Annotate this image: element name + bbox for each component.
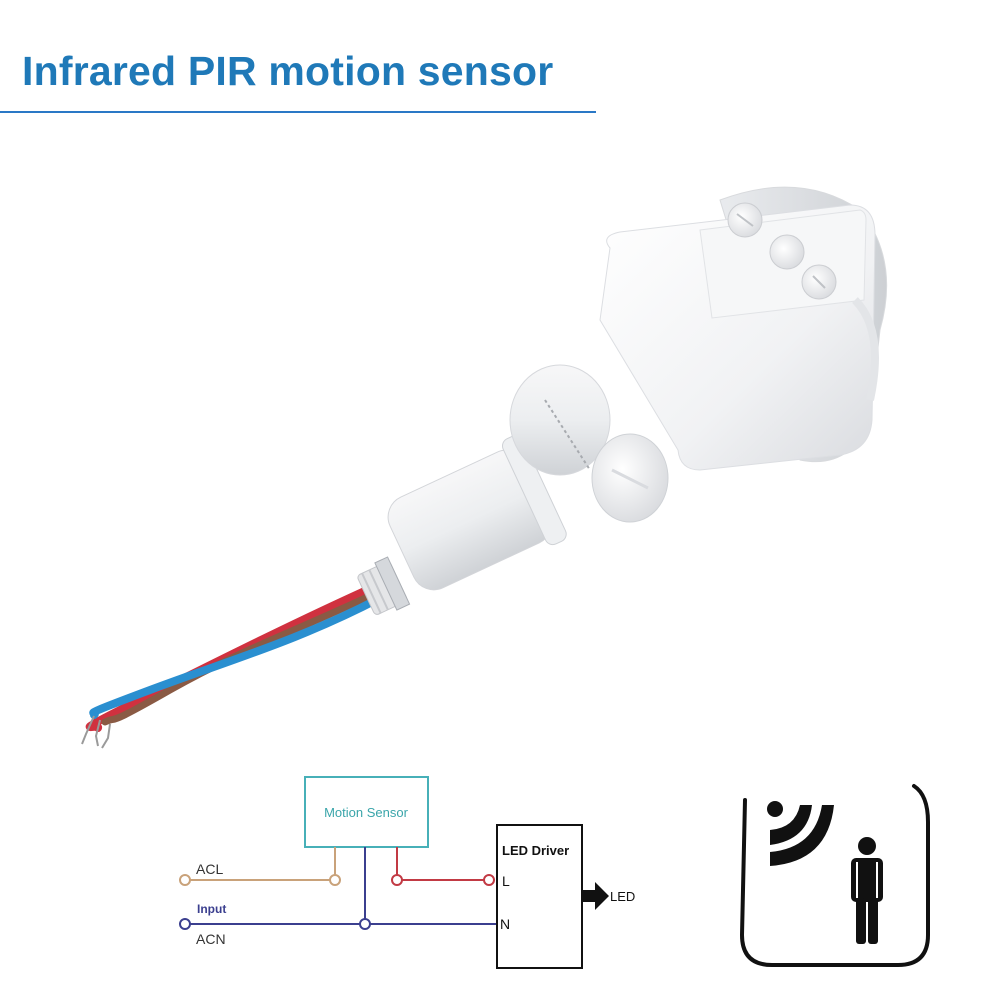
led-driver-label: LED Driver xyxy=(502,843,569,858)
person-icon xyxy=(851,837,883,944)
driver-l-label: L xyxy=(502,873,510,889)
product-image-pir-sensor xyxy=(81,186,888,749)
sensor-housing xyxy=(599,186,888,471)
acl-terminal xyxy=(179,874,191,886)
adjust-knob-sens xyxy=(769,234,805,270)
driver-n-label: N xyxy=(500,916,510,932)
page-title: Infrared PIR motion sensor xyxy=(22,48,554,94)
acn-label: ACN xyxy=(196,931,226,947)
motion-sensor-box xyxy=(304,776,429,848)
input-label: Input xyxy=(197,902,226,916)
motion-detection-icon xyxy=(739,784,930,967)
output-arrow-icon xyxy=(583,882,609,910)
wire-bundle xyxy=(81,581,384,749)
cable-gland xyxy=(357,556,411,615)
wiring-diagram: Motion Sensor ACL Input ACN LED Driver L… xyxy=(179,776,635,969)
acn-terminal xyxy=(179,918,191,930)
title-underline xyxy=(0,111,596,113)
motion-sensor-label: Motion Sensor xyxy=(324,805,408,820)
acl-label: ACL xyxy=(196,861,223,877)
signal-waves-icon xyxy=(767,801,834,866)
led-output-label: LED xyxy=(610,889,635,904)
swivel-joint xyxy=(509,364,669,523)
sensor-mount-cylinder xyxy=(387,434,567,591)
led-driver-box xyxy=(496,824,583,969)
